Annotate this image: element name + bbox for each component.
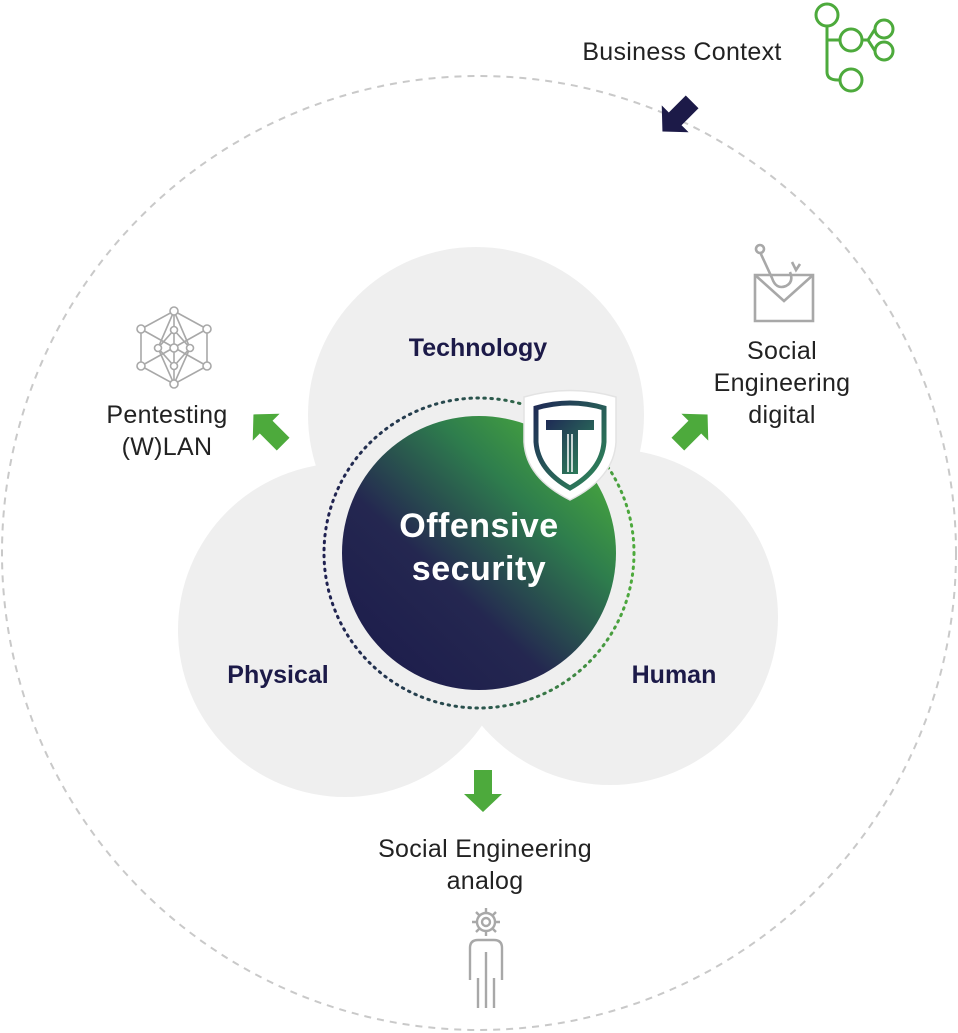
label-se-digital-line1: Social [747, 337, 817, 365]
arrow-business-context-icon [661, 95, 699, 133]
arrow-se-digital-icon [671, 413, 709, 451]
label-business-context: Business Context [582, 38, 782, 66]
venn-label-human: Human [631, 661, 717, 689]
outer-dashed-ring [1, 75, 957, 1031]
arrow-se-analog-icon [464, 770, 502, 812]
network-mesh-icon [136, 306, 212, 389]
shield-logo-icon [523, 389, 617, 501]
core-title-line1: Offensive [399, 507, 559, 545]
label-pentesting-line1: Pentesting [106, 401, 228, 429]
label-se-analog: Social Engineering analog [345, 833, 625, 897]
branch-flow-icon [814, 2, 895, 93]
core-title-line2: security [411, 550, 547, 588]
venn-label-technology: Technology [408, 334, 548, 362]
arrow-pentesting-icon [252, 413, 290, 451]
core-dotted-ring [322, 396, 636, 710]
phishing-envelope-icon [753, 243, 815, 323]
label-se-digital-line2: Engineering [713, 369, 851, 397]
label-se-digital-line3: digital [748, 401, 816, 429]
core-title: Offensive security [360, 505, 598, 591]
venn-label-physical: Physical [227, 661, 329, 689]
label-se-digital: Social Engineering digital [692, 335, 872, 431]
label-se-analog-line2: analog [446, 867, 524, 895]
person-gear-icon [468, 908, 504, 1008]
label-pentesting-line2: (W)LAN [121, 433, 213, 461]
label-pentesting: Pentesting (W)LAN [80, 399, 254, 463]
label-se-analog-line1: Social Engineering [378, 835, 592, 863]
